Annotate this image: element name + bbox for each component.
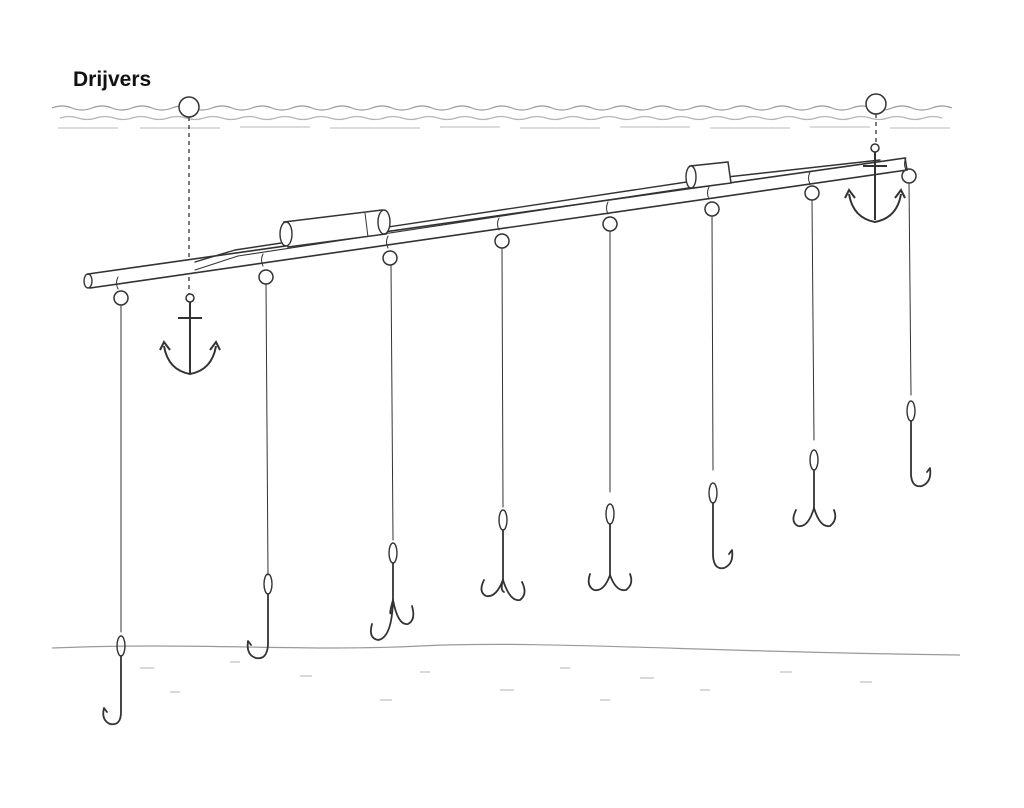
single-hook-icon bbox=[246, 573, 273, 660]
dropper-line bbox=[704, 186, 734, 570]
dropper-line bbox=[792, 171, 837, 528]
float-left bbox=[178, 96, 200, 298]
dropper-line bbox=[369, 235, 415, 641]
anchor-icon bbox=[844, 143, 906, 224]
float-right bbox=[865, 93, 887, 143]
seabed bbox=[51, 643, 961, 701]
hooks bbox=[102, 157, 932, 726]
cylinder-float-left bbox=[279, 209, 391, 248]
dropper-line bbox=[901, 157, 932, 488]
single-hook-icon bbox=[708, 482, 734, 570]
treble-hook-icon bbox=[480, 509, 526, 602]
dropper-line bbox=[246, 253, 274, 660]
treble-hook-icon bbox=[792, 449, 837, 528]
single-hook-icon bbox=[102, 635, 126, 726]
dropper-line bbox=[480, 217, 526, 602]
cylinder-float-right bbox=[685, 161, 732, 189]
treble-hook-icon bbox=[587, 503, 633, 592]
water-surface bbox=[51, 105, 953, 129]
dropper-line bbox=[587, 201, 633, 592]
main-pipe bbox=[83, 157, 908, 289]
anchor-icon bbox=[159, 293, 221, 376]
dropper-line bbox=[102, 276, 129, 726]
single-hook-icon bbox=[906, 400, 932, 488]
diagram-title: Drijvers bbox=[73, 68, 152, 91]
treble-hook-icon bbox=[369, 542, 415, 641]
